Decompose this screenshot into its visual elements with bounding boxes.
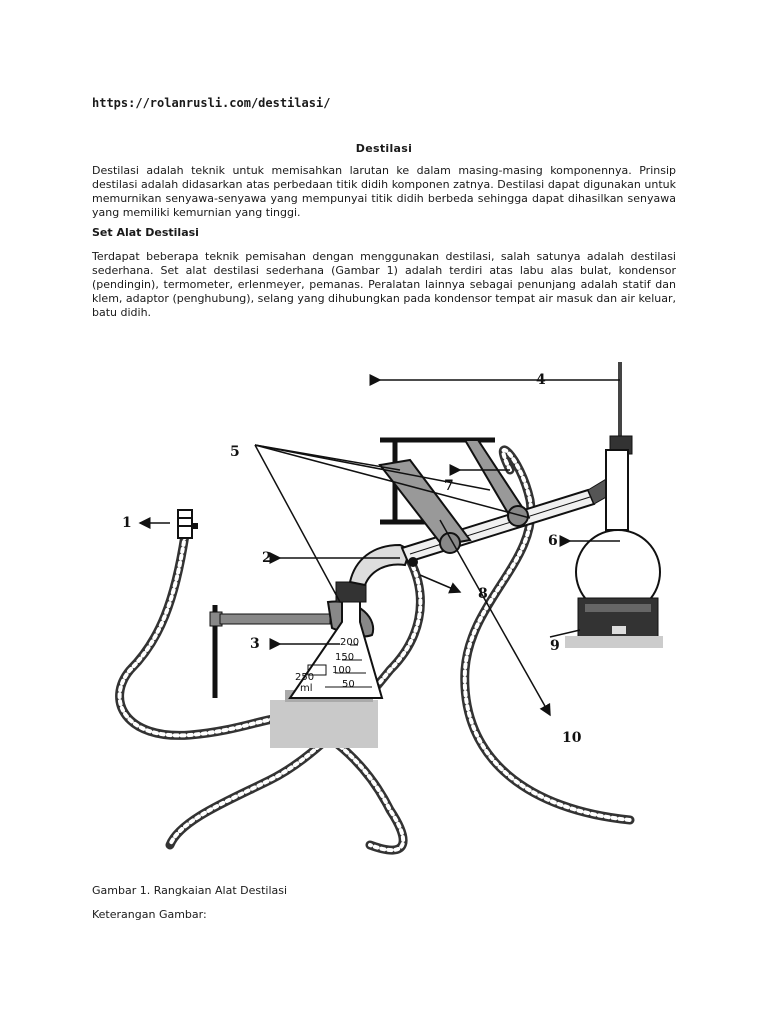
intro-paragraph: Destilasi adalah teknik untuk memisahkan…	[92, 164, 676, 219]
section-heading: Set Alat Destilasi	[92, 226, 199, 239]
figure-legend-heading: Keterangan Gambar:	[92, 908, 207, 921]
figure-labels: 1 2 3 4 5 6 7 8 9 10	[122, 372, 582, 746]
label-6: 6	[548, 533, 558, 549]
heater	[565, 597, 663, 648]
erlenmeyer-flask: 200 150 100 50 250 ml	[288, 581, 384, 699]
label-3: 3	[250, 636, 260, 652]
flask-capacity: 250	[295, 672, 314, 683]
section-paragraph: Terdapat beberapa teknik pemisahan denga…	[92, 250, 676, 319]
flask-mark-200: 200	[340, 637, 359, 648]
label-8: 8	[478, 586, 488, 602]
distillation-illustration: 200 150 100 50 250 ml	[115, 362, 663, 855]
adapter	[348, 543, 412, 587]
flask-mark-50: 50	[342, 679, 355, 690]
distillation-diagram: 200 150 100 50 250 ml	[110, 340, 670, 855]
label-2: 2	[262, 550, 272, 566]
document-title: Destilasi	[355, 142, 413, 155]
label-lines	[138, 374, 620, 717]
label-1: 1	[122, 515, 132, 531]
label-9: 9	[550, 638, 560, 654]
flask-unit: ml	[300, 683, 313, 694]
flask-mark-100: 100	[332, 665, 351, 676]
source-url[interactable]: https://rolanrusli.com/destilasi/	[92, 96, 331, 110]
figure-caption: Gambar 1. Rangkaian Alat Destilasi	[92, 884, 288, 897]
flask-mark-150: 150	[335, 652, 354, 663]
label-7: 7	[444, 478, 454, 494]
hose-clamp	[177, 509, 198, 539]
condenser-stand-frame	[378, 437, 530, 554]
boiling-stone-connector	[408, 557, 418, 567]
round-bottom-flask	[575, 449, 661, 615]
label-5: 5	[230, 444, 240, 460]
label-10: 10	[562, 730, 582, 746]
label-4: 4	[536, 372, 546, 388]
